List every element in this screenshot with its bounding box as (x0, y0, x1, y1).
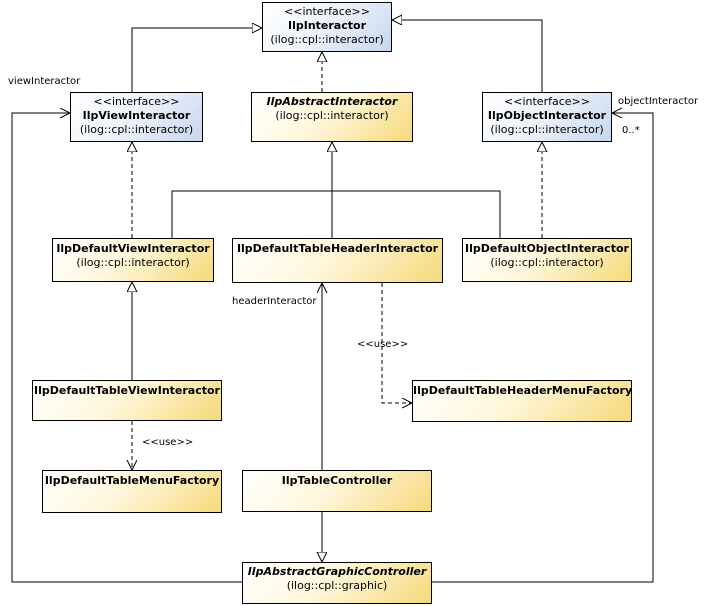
package-label: (ilog::cpl::interactor) (79, 123, 194, 136)
stereotype-label: <<interface>> (284, 5, 370, 18)
edge-graphic-to-object (432, 113, 654, 583)
class-ilp-interactor[interactable]: <<interface>> IlpInteractor (ilog::cpl::… (262, 2, 392, 52)
role-label-object-interactor: objectInteractor (618, 96, 699, 107)
package-label: (ilog::cpl::interactor) (76, 256, 190, 269)
package-label: (ilog::cpl::interactor) (490, 123, 604, 136)
class-name: IlpInteractor (288, 19, 366, 32)
stereotype-label: <<interface>> (504, 95, 590, 108)
class-name: IlpAbstractInteractor (266, 95, 398, 108)
class-ilp-default-table-menu-factory[interactable]: IlpDefaultTableMenuFactory (42, 470, 222, 513)
package-label: (ilog::cpl::graphic) (286, 579, 388, 592)
class-ilp-default-table-view-interactor[interactable]: IlpDefaultTableViewInteractor (32, 380, 222, 421)
edge-use-headermenu (381, 283, 412, 403)
multiplicity-label: 0..* (622, 125, 640, 136)
class-name: IlpDefaultTableHeaderInteractor (236, 242, 439, 255)
class-name: IlpDefaultTableViewInteractor (34, 384, 220, 397)
class-ilp-default-view-interactor[interactable]: IlpDefaultViewInteractor (ilog::cpl::int… (52, 238, 214, 282)
class-ilp-default-table-header-menu-factory[interactable]: IlpDefaultTableHeaderMenuFactory (412, 380, 632, 422)
class-name: IlpViewInteractor (82, 109, 191, 122)
role-label-view-interactor: viewInteractor (8, 76, 81, 87)
class-ilp-abstract-interactor[interactable]: IlpAbstractInteractor (ilog::cpl::intera… (251, 92, 413, 142)
class-ilp-default-table-header-interactor[interactable]: IlpDefaultTableHeaderInteractor (232, 238, 443, 283)
class-name: IlpObjectInteractor (487, 109, 607, 122)
package-label: (ilog::cpl::interactor) (270, 33, 384, 46)
edge-graphic-to-view (11, 113, 242, 583)
use-label-table-menu: <<use>> (142, 437, 194, 448)
edge-defaultview-to-abstract (171, 190, 501, 238)
class-ilp-default-object-interactor[interactable]: IlpDefaultObjectInteractor (ilog::cpl::i… (462, 238, 632, 282)
class-name: IlpTableController (281, 474, 393, 487)
class-name: IlpAbstractGraphicController (247, 565, 427, 578)
package-label: (ilog::cpl::interactor) (490, 256, 604, 269)
use-label-header-menu: <<use>> (357, 339, 409, 350)
role-label-header-interactor: headerInteractor (232, 296, 317, 307)
class-name: IlpDefaultTableMenuFactory (44, 474, 220, 487)
stereotype-label: <<interface>> (93, 95, 180, 108)
class-ilp-abstract-graphic-controller[interactable]: IlpAbstractGraphicController (ilog::cpl:… (242, 562, 432, 604)
class-ilp-table-controller[interactable]: IlpTableController (242, 470, 432, 512)
edge-object-to-interactor (392, 20, 543, 92)
class-name: IlpDefaultViewInteractor (56, 242, 210, 255)
class-ilp-object-interactor[interactable]: <<interface>> IlpObjectInteractor (ilog:… (482, 92, 612, 142)
class-name: IlpDefaultTableHeaderMenuFactory (413, 384, 633, 397)
class-ilp-view-interactor[interactable]: <<interface>> IlpViewInteractor (ilog::c… (70, 92, 203, 142)
package-label: (ilog::cpl::interactor) (275, 109, 389, 122)
class-name: IlpDefaultObjectInteractor (465, 242, 629, 255)
edge-view-to-interactor (131, 28, 262, 92)
